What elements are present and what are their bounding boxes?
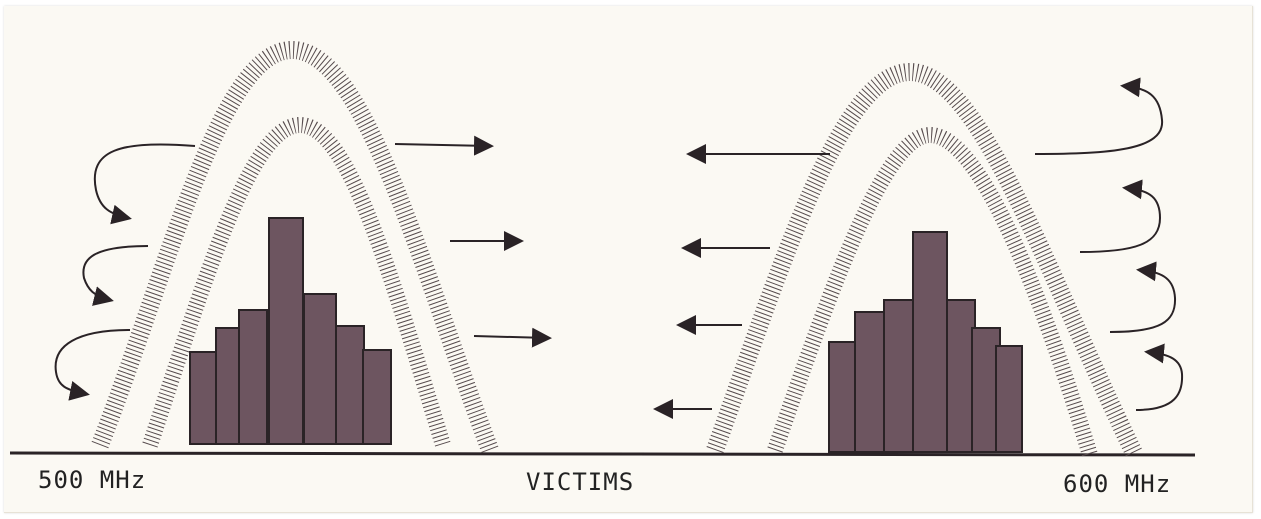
left-city-buildings (190, 218, 391, 444)
right-frequency-label: 600 MHz (1063, 470, 1171, 498)
victims-label: VICTIMS (526, 468, 634, 496)
left-frequency-label: 500 MHz (38, 466, 146, 494)
left-reflection-arrows (56, 144, 195, 394)
ground-line (10, 453, 1195, 455)
right-city-buildings (829, 232, 1022, 452)
right-reflection-arrows (1035, 86, 1182, 410)
